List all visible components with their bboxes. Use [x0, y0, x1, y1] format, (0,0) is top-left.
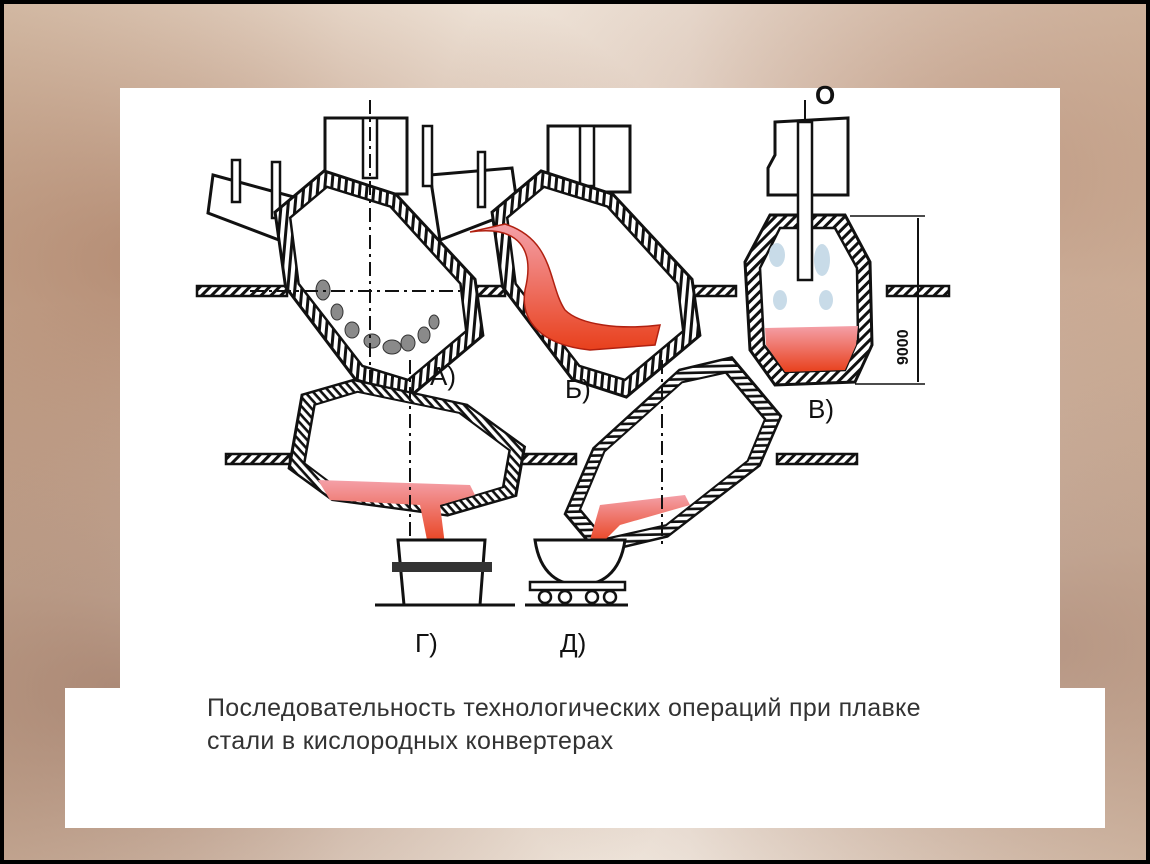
stage-b-hot-metal-pouring: Б): [421, 124, 725, 418]
slide-caption: Последовательность технологических опера…: [207, 692, 1067, 758]
stage-v-oxygen-blowing: О 9000 В): [743, 80, 925, 424]
label-oxygen: О: [815, 80, 835, 110]
caption-panel: [65, 688, 1105, 828]
height-dimension: 9000: [895, 329, 912, 365]
label-b: Б): [565, 374, 591, 404]
label-d: Д): [560, 628, 586, 658]
stage-a-scrap-charging: А): [206, 100, 508, 418]
label-g: Г): [415, 628, 438, 658]
stage-d-slag-tapping: Д): [525, 337, 798, 658]
caption-line-2: стали в кислородных конвертерах: [207, 727, 614, 755]
label-v: В): [808, 394, 834, 424]
molten-metal: [765, 326, 858, 372]
stage-g-steel-tapping: Г): [283, 370, 533, 658]
label-a: А): [430, 361, 456, 391]
caption-line-1: Последовательность технологических опера…: [207, 694, 921, 722]
